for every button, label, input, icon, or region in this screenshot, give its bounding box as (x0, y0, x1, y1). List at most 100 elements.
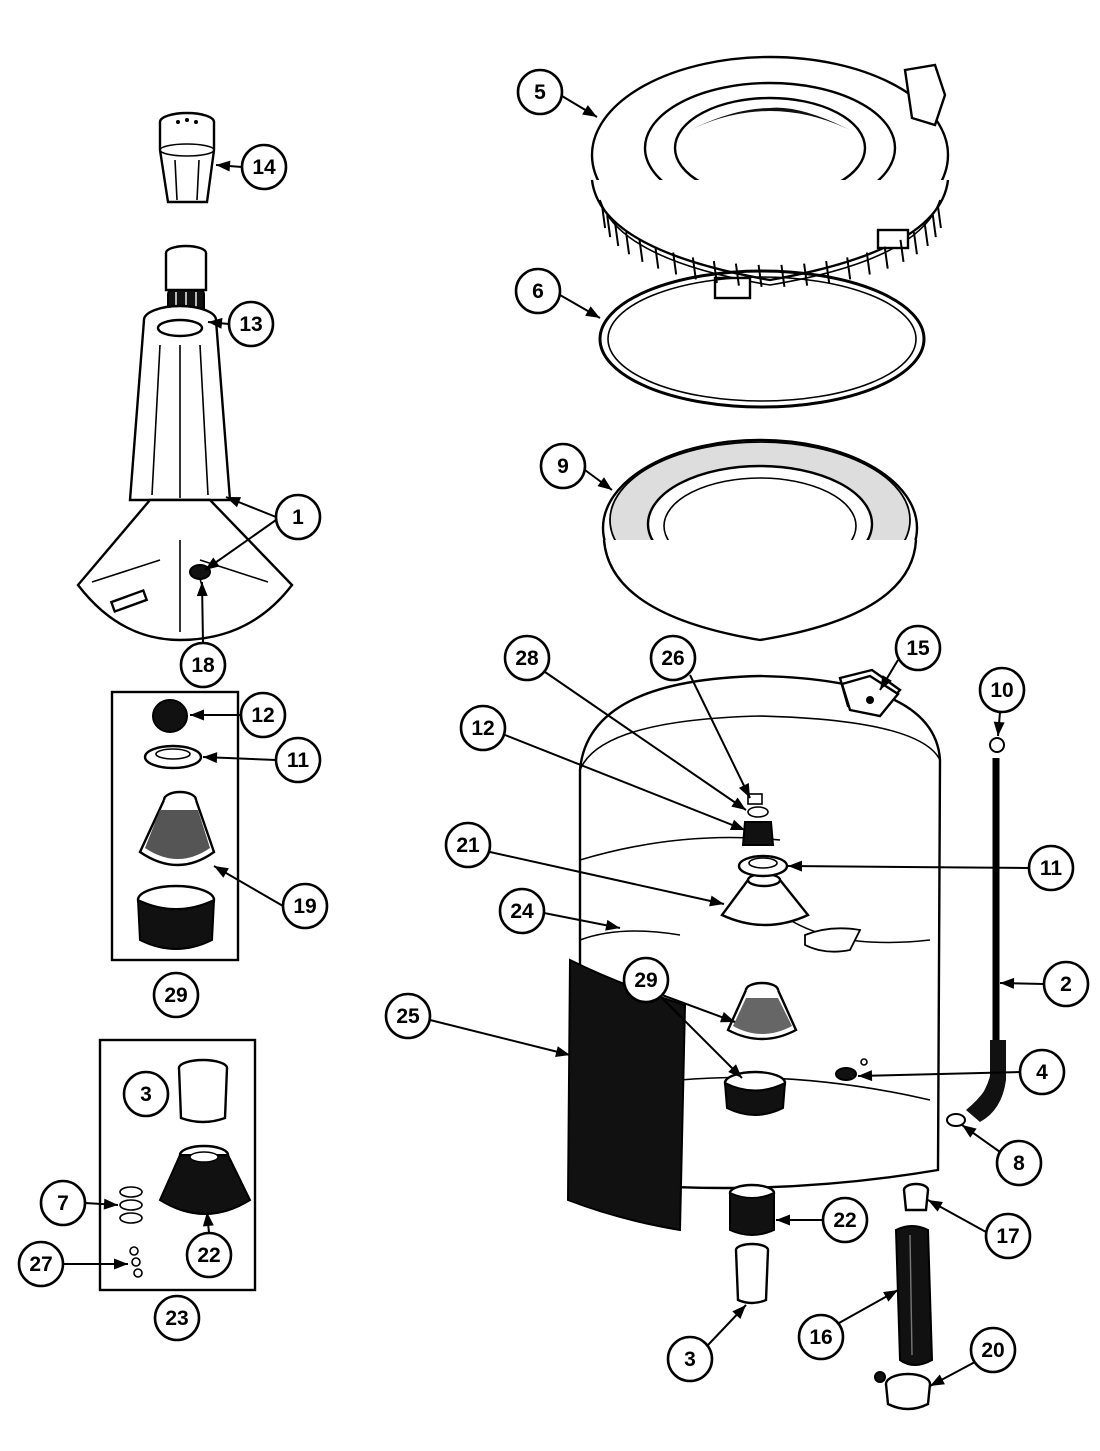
callout-circle (185, 1231, 233, 1279)
rib-line (883, 246, 889, 269)
callout-number: 29 (164, 984, 187, 1007)
callout-circle (539, 442, 587, 490)
callout-circle (514, 267, 562, 315)
rib-line (638, 239, 644, 262)
arrowhead-c5 (582, 105, 597, 117)
callout-c21: 21 (444, 821, 492, 869)
callout-number: 3 (140, 1083, 152, 1106)
callout-circle (459, 704, 507, 752)
arrowhead-c8 (962, 1125, 977, 1138)
callout-c15: 15 (894, 624, 942, 672)
part-18-bolt (189, 564, 211, 593)
rib-line (931, 214, 937, 238)
arrowhead-c11b (788, 860, 803, 872)
part-29-clutch-center (723, 981, 798, 1116)
leader-c12b (504, 734, 746, 831)
leader-c29b-b (661, 997, 743, 1079)
part-14-cap (158, 111, 216, 204)
callout-c25: 25 (384, 992, 432, 1040)
leader-c4 (857, 1071, 1021, 1077)
callout-c14: 14 (240, 143, 288, 191)
callout-circle (516, 68, 564, 116)
callout-c29a: 29 (152, 971, 200, 1019)
callout-c4: 4 (1018, 1048, 1066, 1096)
callout-number: 2 (1060, 973, 1072, 996)
leader-c25 (429, 1019, 571, 1056)
callout-c18: 18 (179, 641, 227, 689)
callout-c12b: 12 (459, 704, 507, 752)
leader-c26 (689, 674, 751, 799)
arrowhead-c21 (709, 895, 724, 907)
callout-number: 19 (293, 895, 316, 918)
rib-line (899, 239, 905, 262)
callout-number: 4 (1036, 1061, 1048, 1084)
callout-number: 5 (534, 81, 546, 104)
arrowhead-c2 (1000, 977, 1015, 989)
callout-number: 23 (165, 1307, 188, 1330)
arrowhead-c19 (214, 866, 229, 878)
callout-number: 7 (57, 1192, 69, 1215)
callout-circle (995, 1139, 1043, 1187)
callout-c11a: 11 (274, 736, 322, 784)
kit-29-parts (136, 699, 216, 950)
callout-circle (978, 666, 1026, 714)
arrowhead-c1-b (205, 557, 220, 570)
callout-c11b: 11 (1027, 844, 1075, 892)
part-11-12-nut-stack (737, 821, 789, 878)
arrowhead-c13 (208, 317, 223, 329)
arrowhead-c4 (858, 1070, 873, 1082)
arrowhead-c25 (555, 1046, 570, 1057)
callout-circle (797, 1313, 845, 1361)
rib-line (865, 252, 871, 275)
callout-c10: 10 (978, 666, 1026, 714)
callout-circle (1018, 1048, 1066, 1096)
callout-circle (227, 300, 275, 348)
rib-line (606, 214, 612, 238)
arrowhead-c14 (216, 160, 231, 172)
part-22-center (728, 1183, 776, 1236)
callout-number: 16 (809, 1326, 832, 1349)
callout-number: 21 (456, 834, 480, 857)
callout-circle (894, 624, 942, 672)
arrowhead-c17 (928, 1200, 943, 1212)
callout-number: 8 (1013, 1152, 1025, 1175)
callout-c3a: 3 (122, 1070, 170, 1118)
callout-circle (274, 736, 322, 784)
callout-c24: 24 (498, 887, 546, 935)
callout-c8: 8 (995, 1139, 1043, 1187)
arrowhead-c26 (738, 783, 750, 798)
part-4-screw (835, 1058, 868, 1081)
rib-line (825, 260, 831, 284)
callout-number: 15 (906, 637, 930, 660)
rib-line (654, 246, 660, 269)
callout-number: 20 (981, 1339, 1004, 1362)
arrowhead-c15 (880, 675, 892, 690)
callout-number: 1 (292, 506, 304, 529)
callout-c20: 20 (969, 1326, 1017, 1374)
callout-c19: 19 (281, 882, 329, 930)
part-9-balance-ring (601, 438, 919, 642)
callout-c17: 17 (984, 1212, 1032, 1260)
part-21-cone (720, 872, 810, 927)
rib-line (923, 223, 929, 247)
callout-number: 26 (661, 647, 684, 670)
callout-circle (984, 1212, 1032, 1260)
callout-circle (240, 143, 288, 191)
callout-number: 9 (557, 455, 569, 478)
arrowhead-c29b-b (728, 1064, 742, 1078)
arrowhead-c12a (190, 709, 204, 721)
callout-c3b: 3 (666, 1335, 714, 1383)
callout-circle (821, 1196, 869, 1244)
callout-number: 27 (29, 1253, 52, 1276)
rib-line (936, 205, 942, 229)
arrowhead-c28 (731, 797, 746, 810)
part-20-clip (874, 1371, 932, 1411)
callout-circle (1042, 960, 1090, 1008)
arrowhead-c22a (202, 1212, 214, 1227)
kit-23-parts (119, 1058, 252, 1278)
part-16-filter (894, 1225, 934, 1366)
callout-number: 18 (191, 654, 215, 677)
callout-circle (274, 493, 322, 541)
callout-number: 6 (532, 280, 544, 303)
callout-c6: 6 (514, 267, 562, 315)
